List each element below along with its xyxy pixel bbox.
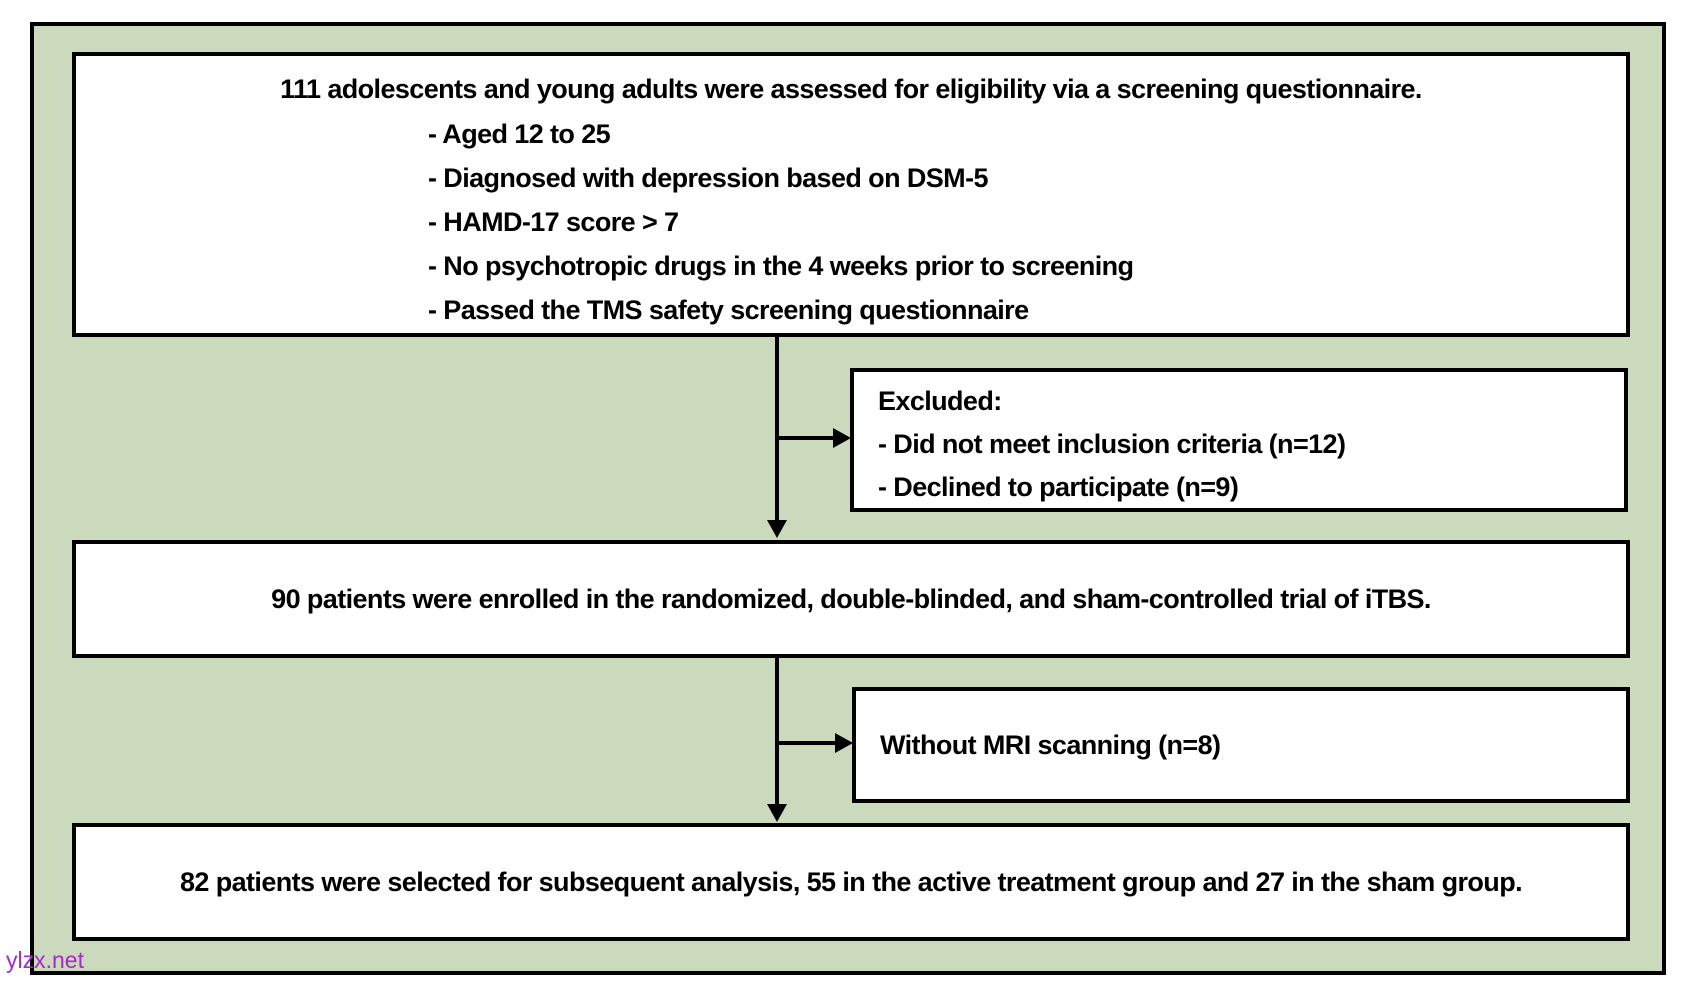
mri-exclusion-text: Without MRI scanning (n=8) (880, 729, 1221, 760)
final-analysis-box: 82 patients were selected for subsequent… (72, 823, 1630, 941)
screening-box: 111 adolescents and young adults were as… (72, 52, 1630, 337)
excluded-title: Excluded: (878, 386, 1002, 416)
arrow-branch-to-mri-line (777, 741, 837, 745)
criterion-item: - Passed the TMS safety screening questi… (428, 295, 1029, 325)
arrow-down-head-icon (767, 520, 787, 538)
enrolled-box: 90 patients were enrolled in the randomi… (72, 540, 1630, 658)
arrow-branch-to-excluded-line (777, 436, 835, 440)
screening-criteria-list: - Aged 12 to 25 - Diagnosed with depress… (76, 112, 1626, 332)
criterion-item: - Aged 12 to 25 (428, 119, 611, 149)
excluded-item: - Did not meet inclusion criteria (n=12) (878, 429, 1346, 459)
arrow-screening-to-enrolled-line (775, 337, 779, 522)
criterion-item: - Diagnosed with depression based on DSM… (428, 163, 988, 193)
watermark-text: ylzx.net (6, 947, 84, 973)
excluded-item: - Declined to participate (n=9) (878, 472, 1239, 502)
arrow-enrolled-to-final-line (775, 658, 779, 806)
enrolled-text: 90 patients were enrolled in the randomi… (271, 583, 1431, 614)
arrow-right-head-icon (835, 733, 853, 753)
criterion-item: - No psychotropic drugs in the 4 weeks p… (428, 251, 1134, 281)
screening-title: 111 adolescents and young adults were as… (280, 74, 1422, 104)
arrow-down-head-icon (767, 804, 787, 822)
arrow-right-head-icon (833, 428, 851, 448)
final-analysis-text: 82 patients were selected for subsequent… (179, 866, 1523, 897)
mri-exclusion-box: Without MRI scanning (n=8) (852, 687, 1630, 803)
excluded-box: Excluded: - Did not meet inclusion crite… (850, 368, 1628, 512)
criterion-item: - HAMD-17 score > 7 (428, 207, 679, 237)
